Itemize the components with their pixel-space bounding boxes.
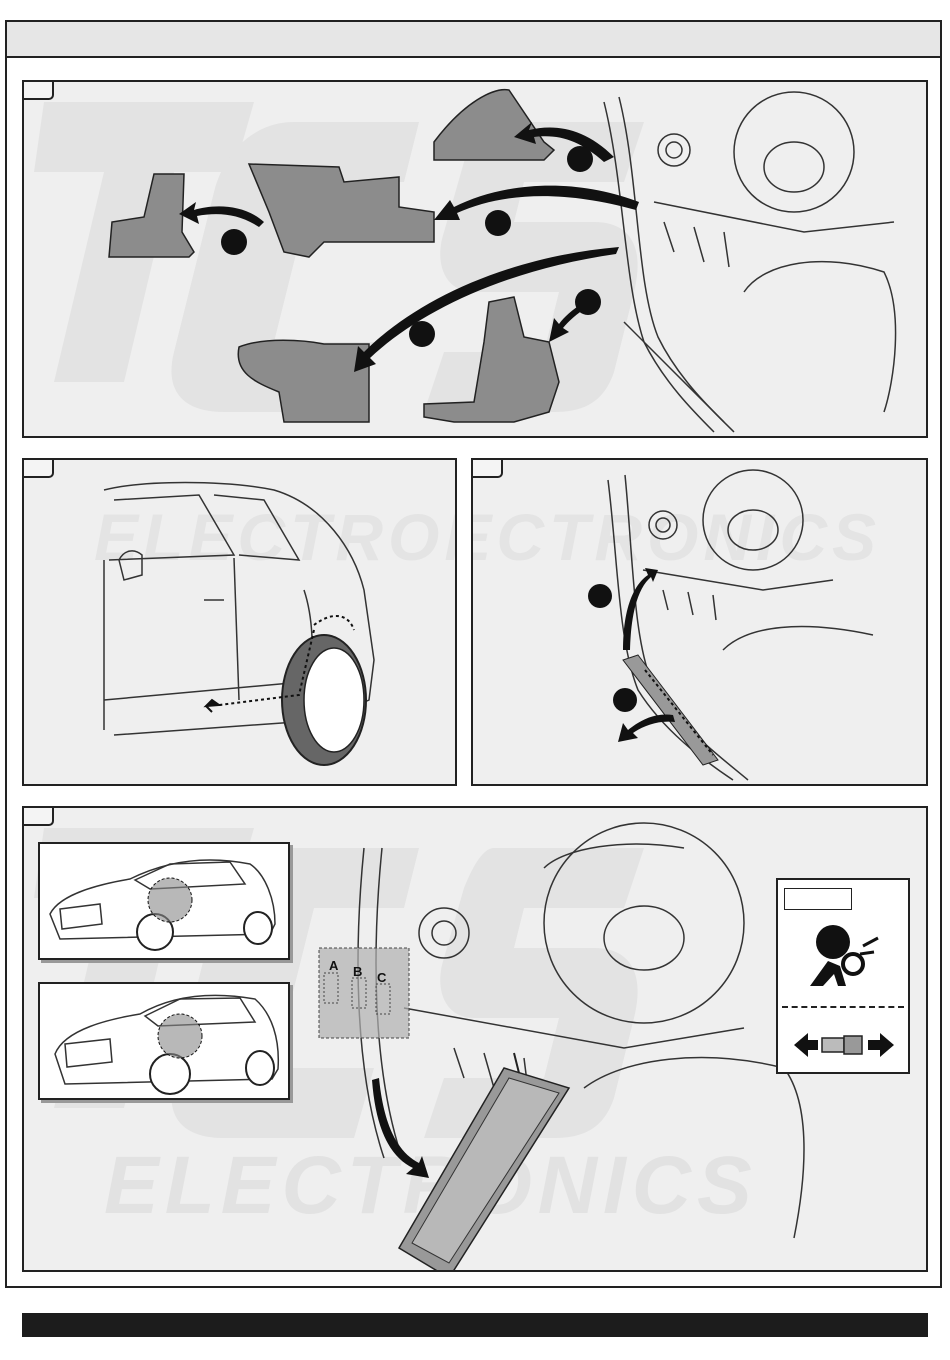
panel-3-arrows — [618, 568, 675, 742]
step-circle-1 — [567, 146, 593, 172]
step-circle-2 — [613, 688, 637, 712]
vehicle-inset-hatchback — [38, 842, 290, 960]
dashboard-lineart — [604, 92, 896, 432]
panel-1-illustration — [24, 82, 928, 438]
step-circle-4 — [409, 321, 435, 347]
connector-disconnect-icon — [792, 1028, 896, 1062]
panel-3-illustration: ELECTRONICS — [473, 460, 928, 786]
step-panel-3: ELECTRONICS — [471, 458, 928, 786]
step-circle-2 — [485, 210, 511, 236]
rear-wheel — [282, 635, 366, 765]
panel-2-tab — [22, 458, 54, 478]
divider — [782, 1006, 904, 1008]
connector-label-a: A — [329, 958, 339, 973]
airbag-warning-box — [776, 878, 910, 1074]
header-bar — [5, 20, 942, 58]
panel-2-illustration: ELECTRONICS — [24, 460, 457, 786]
step-panel-4: ELECTRONICS A B C — [22, 806, 928, 1272]
airbag-warning-icon — [798, 916, 888, 996]
pull-arrow-icon — [206, 700, 219, 712]
step-circle-3 — [221, 229, 247, 255]
arrow-left — [618, 714, 675, 742]
panel-3-tab — [471, 458, 503, 478]
airbag-label-box — [784, 888, 852, 910]
panel-1-tab — [22, 80, 54, 100]
sill-trim-strip — [623, 655, 718, 765]
connector-area: A B C — [319, 948, 409, 1038]
vehicle-inset-suv — [38, 982, 290, 1100]
suv-lineart — [40, 984, 288, 1098]
step-circle-5 — [575, 289, 601, 315]
step-panel-2: ELECTRONICS — [22, 458, 457, 786]
watermark-text: ELECTRONICS — [473, 500, 881, 574]
step-circle-1 — [588, 584, 612, 608]
panel-4-tab — [22, 806, 54, 826]
connector-label-b: B — [353, 964, 362, 979]
watermark-text: ELECTRONICS — [94, 500, 457, 574]
hatchback-lineart — [40, 844, 288, 958]
connector-label-c: C — [377, 970, 387, 985]
footer-bar — [22, 1313, 928, 1337]
step-panel-1 — [22, 80, 928, 438]
